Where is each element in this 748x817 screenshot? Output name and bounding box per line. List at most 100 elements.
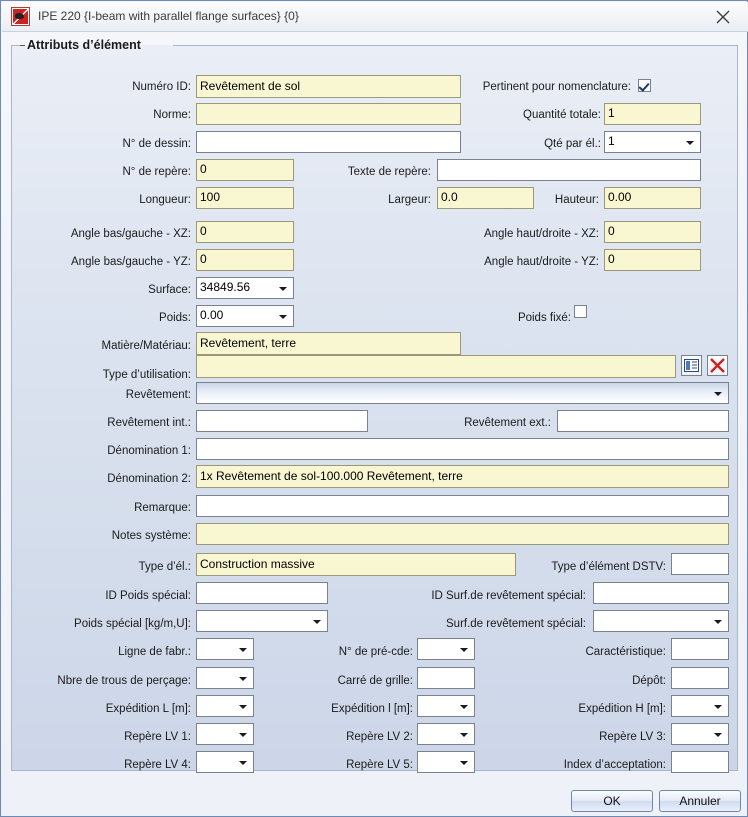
label-repere-lv1: Repère LV 1: <box>124 731 191 743</box>
poids-combo[interactable]: 0.00 <box>196 305 294 327</box>
angle-bas-gauche-yz-input[interactable]: 0 <box>196 249 294 271</box>
list-select-icon[interactable] <box>681 355 702 376</box>
label-poids-fixe: Poids fixé: <box>517 312 571 324</box>
chevron-down-icon <box>313 620 321 624</box>
title-bar: IPE 220 {I-beam with parallel flange sur… <box>2 2 748 32</box>
label-repere-lv2: Repère LV 2: <box>346 731 413 743</box>
label-texte-de-repere: Texte de repère: <box>347 166 431 178</box>
qte-par-el-combo[interactable]: 1 <box>604 131 701 153</box>
chevron-down-icon <box>714 705 722 709</box>
n-de-dessin-input[interactable] <box>196 131 461 153</box>
label-revetement-ext: Revêtement ext.: <box>464 417 551 429</box>
expedition-l-combo[interactable] <box>196 695 254 717</box>
norme-input[interactable] <box>196 103 461 125</box>
label-angle-haut-droite-xz: Angle haut/droite - XZ: <box>483 228 599 240</box>
remarque-input[interactable] <box>196 495 729 517</box>
pertinent-nomenclature-checkbox[interactable] <box>638 79 651 92</box>
label-denomination-2: Dénomination 2: <box>107 473 191 485</box>
surface-combo[interactable]: 34849.56 <box>196 277 294 299</box>
numero-id-input[interactable]: Revêtement de sol <box>196 75 461 98</box>
label-repere-lv4: Repère LV 4: <box>124 759 191 771</box>
angle-bas-gauche-xz-input[interactable]: 0 <box>196 221 294 243</box>
label-type-element-dstv: Type d’élément DSTV: <box>551 561 666 573</box>
angle-haut-droite-yz-input[interactable]: 0 <box>604 249 701 271</box>
label-qte-par-el: Qté par él.: <box>544 138 601 150</box>
poids-value: 0.00 <box>200 308 224 322</box>
n-de-pre-cde-combo[interactable] <box>417 638 475 660</box>
label-revetement: Revêtement: <box>125 389 191 401</box>
surf-revetement-special-combo[interactable] <box>593 610 729 632</box>
angle-haut-droite-xz-input[interactable]: 0 <box>604 221 701 243</box>
label-n-de-pre-cde: N° de pré-cde: <box>338 646 413 658</box>
label-n-de-dessin: N° de dessin: <box>122 138 191 150</box>
quantite-totale-input[interactable]: 1 <box>604 103 701 125</box>
app-icon <box>11 7 30 26</box>
label-revetement-int: Revêtement int.: <box>107 417 191 429</box>
chevron-down-icon <box>239 705 247 709</box>
revetement-ext-input[interactable] <box>557 410 729 432</box>
poids-special-combo[interactable] <box>196 610 328 632</box>
chevron-down-icon <box>460 705 468 709</box>
denomination-2-input[interactable]: 1x Revêtement de sol-100.000 Revêtement,… <box>196 465 729 488</box>
attributes-group-panel <box>11 45 738 771</box>
ligne-de-fabr-combo[interactable] <box>196 638 254 660</box>
repere-lv2-combo[interactable] <box>417 723 475 745</box>
repere-lv1-combo[interactable] <box>196 723 254 745</box>
label-index-acceptation: Index d’acceptation: <box>563 759 666 771</box>
n-de-repere-input[interactable]: 0 <box>196 159 294 181</box>
hauteur-input[interactable]: 0.00 <box>604 187 701 209</box>
id-surf-revetement-special-input[interactable] <box>593 582 729 604</box>
revetement-combo[interactable] <box>196 382 729 404</box>
close-glyph <box>716 10 730 24</box>
chevron-down-icon <box>239 677 247 681</box>
nbre-trous-percage-combo[interactable] <box>196 667 254 689</box>
revetement-int-input[interactable] <box>196 410 368 432</box>
label-carre-de-grille: Carré de grille: <box>337 675 413 687</box>
label-surf-revetement-special: Surf.de revêtement spécial: <box>446 618 586 630</box>
matiere-materiau-input[interactable]: Revêtement, terre <box>196 332 461 355</box>
type-utilisation-input[interactable] <box>196 355 676 378</box>
notes-systeme-input[interactable] <box>196 523 729 545</box>
label-n-de-repere: N° de repère: <box>122 166 191 178</box>
close-icon[interactable] <box>706 4 742 30</box>
label-largeur: Largeur: <box>388 194 431 206</box>
ok-button[interactable]: OK <box>571 790 653 812</box>
longueur-input[interactable]: 100 <box>196 187 294 209</box>
carre-de-grille-input[interactable] <box>417 667 475 689</box>
label-id-poids-special: ID Poids spécial: <box>105 590 191 602</box>
label-expedition-h: Expédition H [m]: <box>578 703 666 715</box>
repere-lv4-combo[interactable] <box>196 751 254 773</box>
chevron-down-icon <box>714 392 722 396</box>
repere-lv5-combo[interactable] <box>417 751 475 773</box>
label-quantite-totale: Quantité totale: <box>523 109 601 121</box>
id-poids-special-input[interactable] <box>196 582 328 604</box>
denomination-1-input[interactable] <box>196 438 729 460</box>
group-border-right <box>173 45 738 46</box>
largeur-input[interactable]: 0.0 <box>437 187 534 209</box>
caracteristique-input[interactable] <box>671 638 729 660</box>
repere-lv3-combo[interactable] <box>671 723 729 745</box>
label-ligne-de-fabr: Ligne de fabr.: <box>118 646 191 658</box>
label-angle-haut-droite-yz: Angle haut/droite - YZ: <box>484 256 599 268</box>
chevron-down-icon <box>460 648 468 652</box>
group-title: Attributs d’élément <box>27 38 141 52</box>
label-norme: Norme: <box>153 109 191 121</box>
index-acceptation-input[interactable] <box>671 751 729 773</box>
poids-fixe-checkbox[interactable] <box>574 305 587 318</box>
label-poids: Poids: <box>159 312 191 324</box>
surface-value: 34849.56 <box>200 280 251 294</box>
depot-input[interactable] <box>671 667 729 689</box>
texte-de-repere-input[interactable] <box>437 159 701 181</box>
type-del-input[interactable]: Construction massive <box>196 553 516 576</box>
expedition-i-combo[interactable] <box>417 695 475 717</box>
label-surface: Surface: <box>148 284 191 296</box>
chevron-down-icon <box>279 287 287 291</box>
cancel-button[interactable]: Annuler <box>659 790 741 812</box>
list-select-glyph <box>684 359 699 372</box>
label-repere-lv3: Repère LV 3: <box>599 731 666 743</box>
red-x-clear-icon[interactable] <box>707 355 728 376</box>
red-x-glyph <box>710 358 725 373</box>
expedition-h-combo[interactable] <box>671 695 729 717</box>
type-element-dstv-input[interactable] <box>671 553 729 575</box>
label-numero-id: Numéro ID: <box>132 81 191 93</box>
